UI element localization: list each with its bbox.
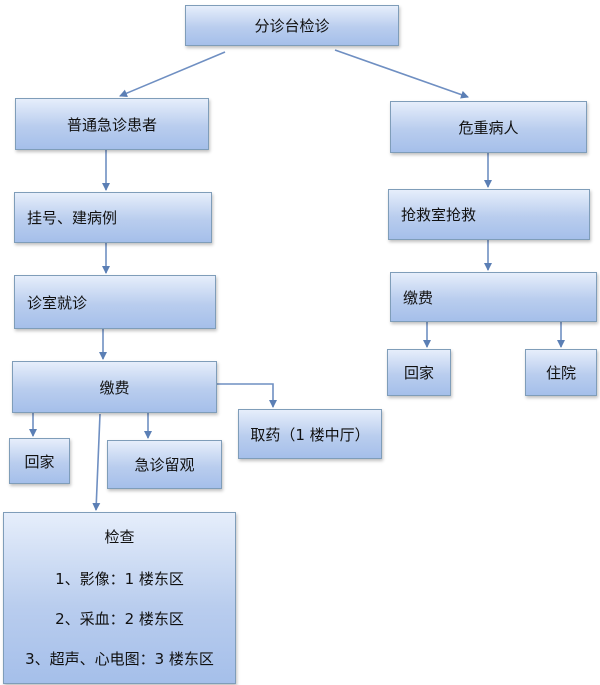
rescue-node: 抢救室抢救 — [388, 189, 590, 240]
hospital-node: 住院 — [525, 349, 597, 396]
normal-home-node: 回家 — [9, 438, 70, 484]
observe-node: 急诊留观 — [107, 440, 222, 489]
arrow-triage-to-normal — [119, 51, 226, 97]
critical-patient-node: 危重病人 — [390, 101, 587, 153]
exam-item: 1、影像：1 楼东区 — [55, 570, 184, 588]
register-node: 挂号、建病例 — [14, 192, 212, 243]
normal-pay-node: 缴费 — [12, 361, 217, 413]
consult-node: 诊室就诊 — [14, 275, 216, 329]
arrow-triage-to-critical — [334, 49, 469, 99]
arrow-pay-to-medicine — [217, 383, 277, 408]
critical-pay-node: 缴费 — [390, 272, 597, 322]
medicine-node: 取药（1 楼中厅） — [238, 409, 382, 459]
exam-item: 2、采血：2 楼东区 — [55, 610, 184, 628]
exam-item: 3、超声、心电图：3 楼东区 — [25, 650, 214, 668]
arrow-pay-to-exam — [92, 413, 101, 511]
critical-home-node: 回家 — [387, 349, 451, 396]
exam-node: 检查 1、影像：1 楼东区 2、采血：2 楼东区 3、超声、心电图：3 楼东区 — [3, 512, 236, 684]
triage-node: 分诊台检诊 — [185, 5, 399, 46]
exam-title: 检查 — [104, 528, 135, 546]
normal-patient-node: 普通急诊患者 — [15, 98, 209, 150]
